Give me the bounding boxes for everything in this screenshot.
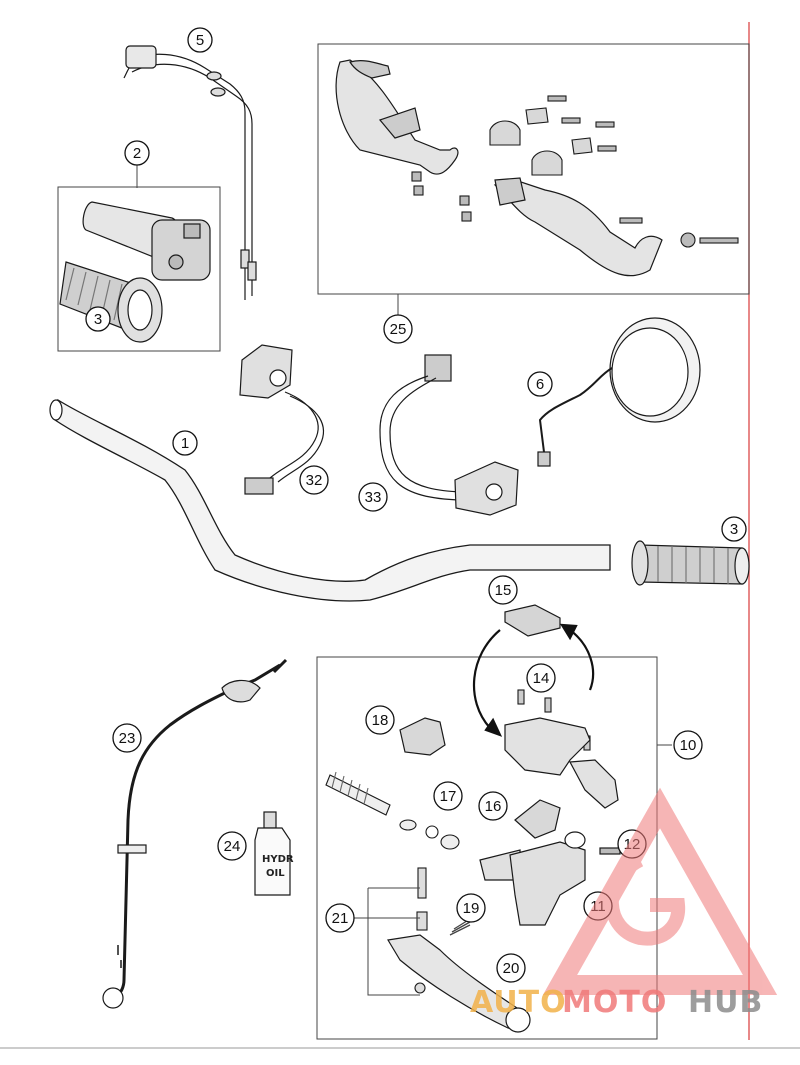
callout-20: 20: [496, 953, 526, 983]
callout-18: 18: [365, 705, 395, 735]
svg-text:18: 18: [372, 712, 389, 729]
group-box-handguards: [317, 43, 750, 295]
piston-spring: [325, 771, 460, 850]
kill-switch: [239, 344, 325, 495]
reservoir-cap: [504, 604, 561, 637]
bottle-label-line1: HYDR: [262, 854, 294, 865]
callout-32: 32: [299, 465, 329, 495]
svg-text:33: 33: [365, 489, 382, 506]
callout-3b: 3: [721, 516, 747, 542]
watermark-part3: HUB: [688, 985, 763, 1020]
lever-mount-11: [479, 831, 621, 926]
svg-text:32: 32: [306, 472, 323, 489]
callout-21: 21: [325, 903, 355, 933]
callout-25: 25: [383, 314, 413, 344]
bottle-label-line2: OIL: [266, 868, 285, 879]
callout-5: 5: [187, 27, 213, 53]
svg-text:16: 16: [485, 798, 502, 815]
callout-10: 10: [673, 730, 703, 760]
svg-text:25: 25: [390, 321, 407, 338]
callout-2: 2: [124, 140, 150, 166]
hydraulic-line: [102, 658, 288, 1009]
svg-text:20: 20: [503, 960, 520, 977]
callout-3a: 3: [85, 306, 111, 332]
svg-text:3: 3: [730, 521, 738, 538]
callout-17: 17: [433, 781, 463, 811]
callout-15: 15: [488, 575, 518, 605]
light-switch: [379, 354, 519, 516]
grip-left: [59, 261, 163, 343]
watermark-part2: MOTO: [562, 985, 667, 1020]
svg-text:6: 6: [536, 376, 544, 393]
handguard-clamps: [411, 95, 739, 248]
svg-text:14: 14: [533, 670, 550, 687]
callout-1: 1: [172, 430, 198, 456]
lever-clamp-18: [399, 717, 446, 756]
leader-lines: [136, 165, 672, 996]
callout-6: 6: [527, 371, 553, 397]
throttle-cables: [123, 45, 257, 300]
svg-text:1: 1: [181, 435, 189, 452]
svg-text:10: 10: [680, 737, 697, 754]
svg-text:21: 21: [332, 910, 349, 927]
callout-14: 14: [526, 663, 556, 693]
watermark-part1: AUTO: [470, 985, 567, 1020]
callout-16: 16: [478, 791, 508, 821]
callouts: 1 2 3 3 5 6 10 11 12 14 15 16 17 18 19 2…: [85, 27, 747, 983]
handlebar: [49, 398, 611, 602]
master-cylinder-body: [504, 717, 619, 809]
svg-text:19: 19: [463, 900, 480, 917]
grip-right: [631, 540, 750, 586]
rotate-arrows: [472, 623, 595, 737]
oil-bottle: [254, 811, 291, 896]
clutch-lever-20: [387, 934, 531, 1033]
svg-text:15: 15: [495, 582, 512, 599]
handguard-left: [335, 59, 459, 175]
throttle-tube: [82, 201, 211, 281]
watermark-logo: [542, 787, 778, 995]
svg-text:24: 24: [224, 838, 241, 855]
callout-24: 24: [217, 831, 247, 861]
svg-text:3: 3: [94, 311, 102, 328]
group-box-throttle: [57, 186, 221, 352]
svg-text:2: 2: [133, 145, 141, 162]
handguard-right: [493, 177, 663, 277]
group-box-clutch: [316, 656, 658, 1040]
bracket-16: [514, 799, 561, 839]
callout-19: 19: [456, 893, 486, 923]
svg-text:5: 5: [196, 32, 204, 49]
svg-text:17: 17: [440, 788, 457, 805]
callout-23: 23: [112, 723, 142, 753]
callout-33: 33: [358, 482, 388, 512]
svg-text:23: 23: [119, 730, 136, 747]
mirror: [537, 317, 701, 467]
